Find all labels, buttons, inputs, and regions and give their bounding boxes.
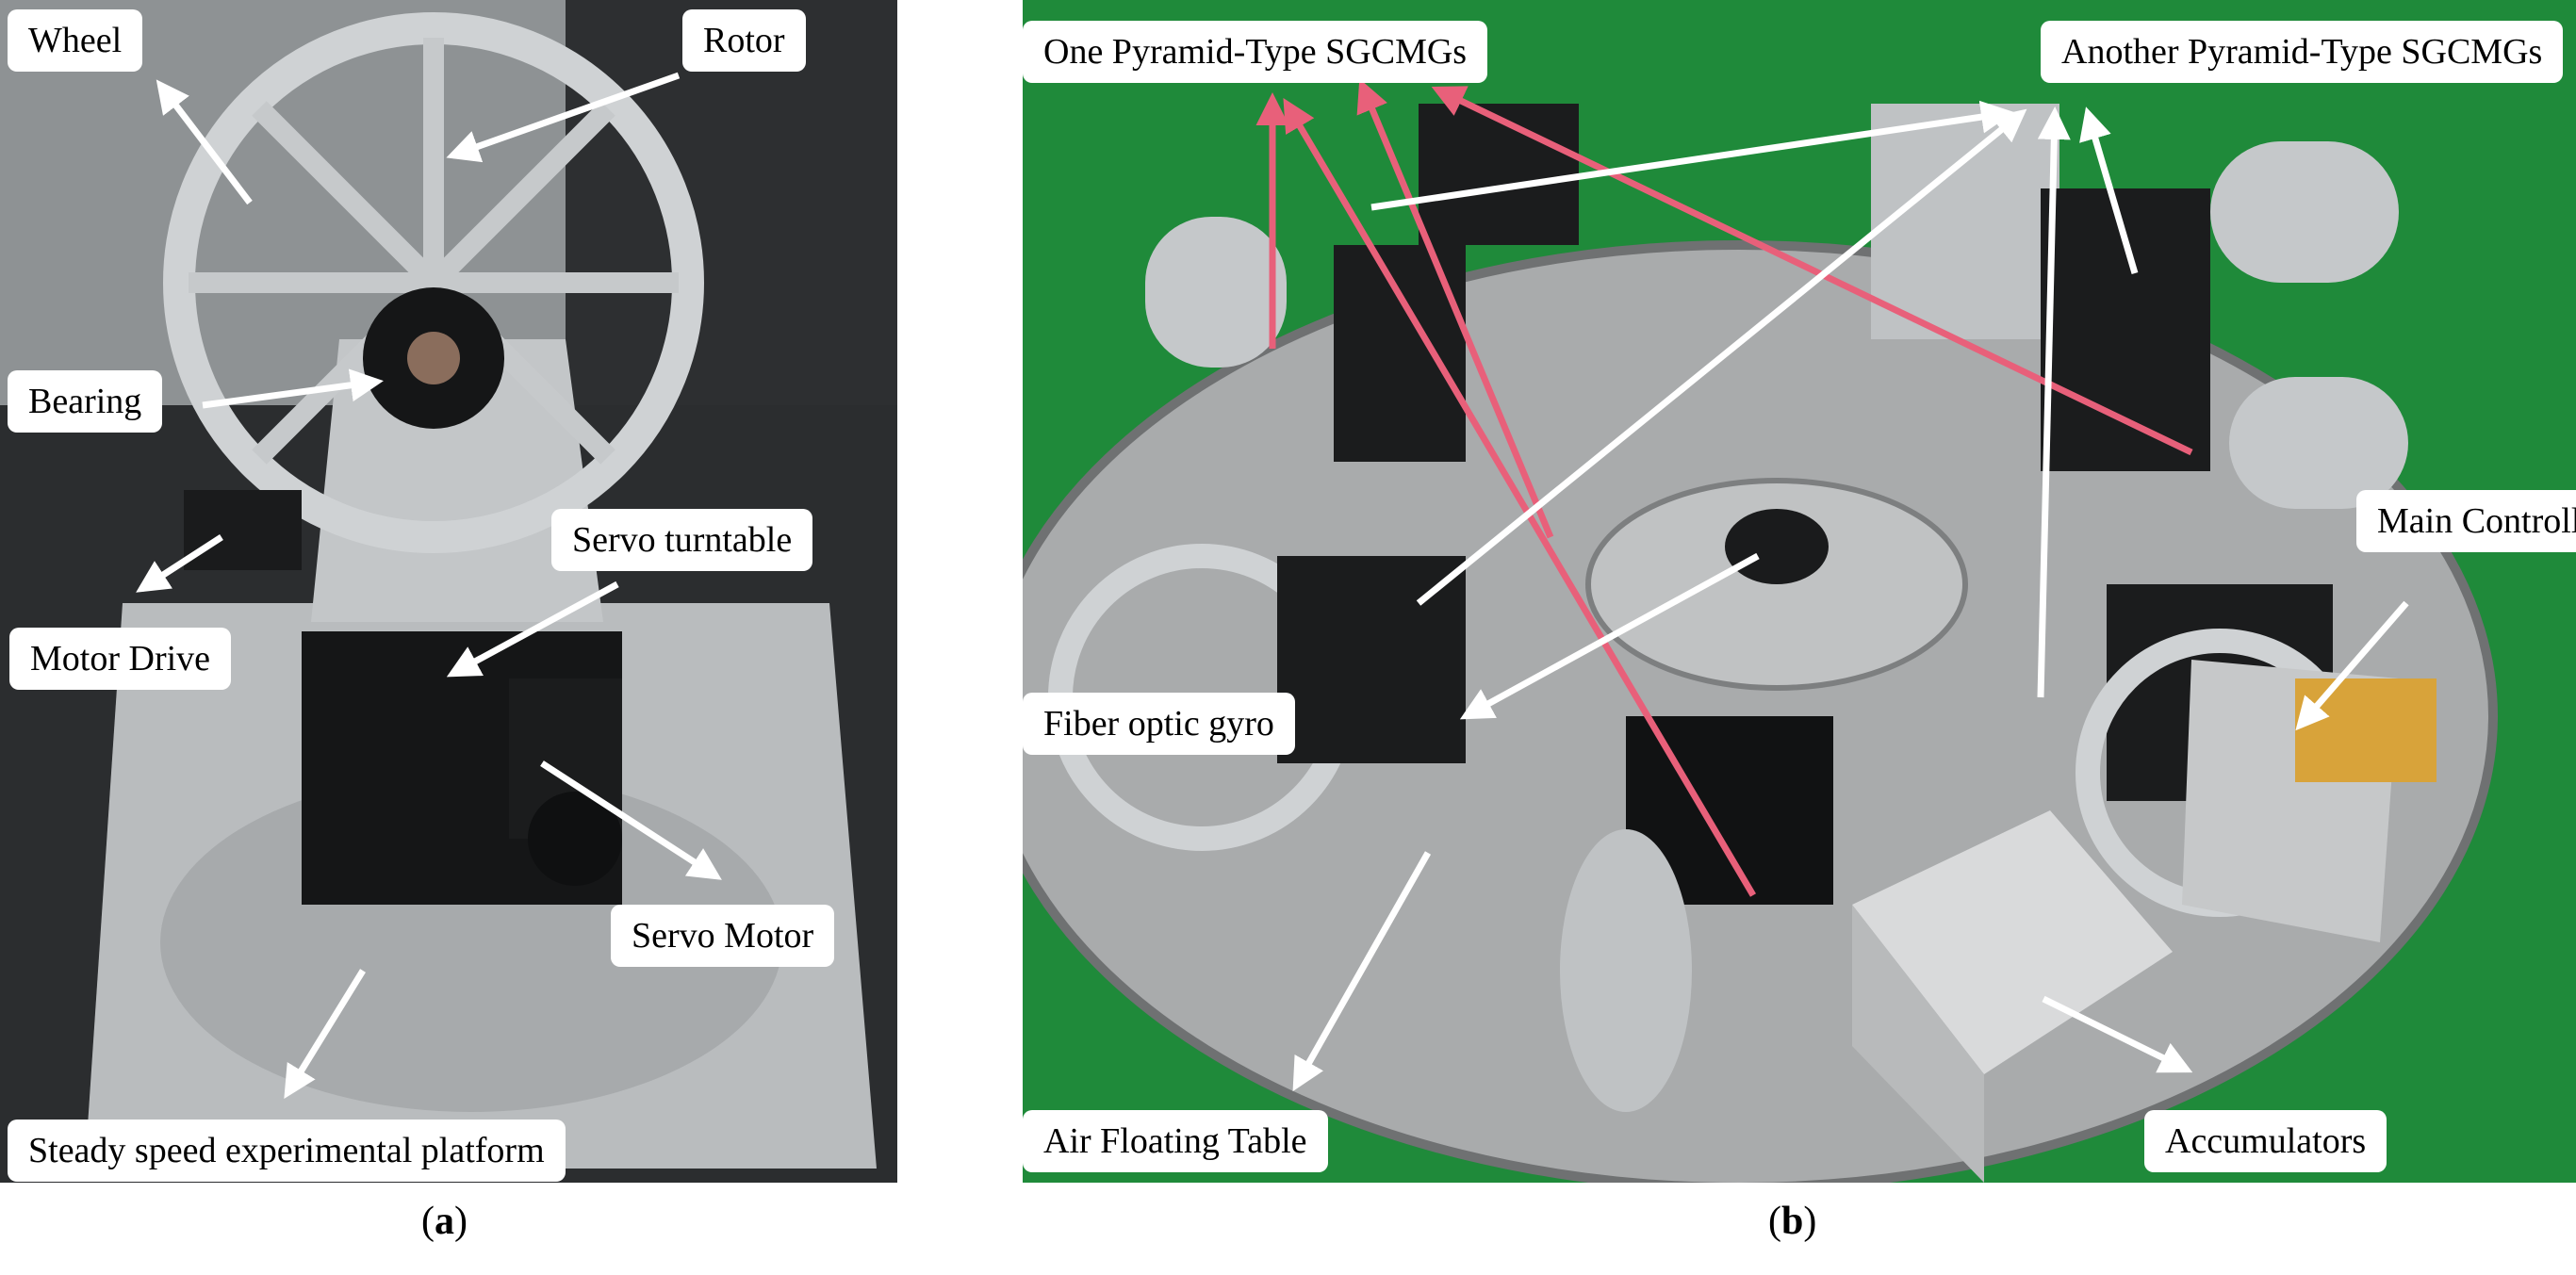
label-one-pyramid-sgcmgs: One Pyramid-Type SGCMGs [1023,21,1488,83]
caption-a: (a) [421,1200,468,1243]
sgcmg-test-rig-photo [0,0,897,1183]
label-bearing: Bearing [8,370,163,433]
label-servo-turntable: Servo turntable [551,509,813,571]
panel-b-photo: One Pyramid-Type SGCMGs Another Pyramid-… [1023,0,2576,1183]
label-platform: Steady speed experimental platform [8,1120,566,1182]
label-main-controller: Main Controller [2356,490,2576,552]
label-air-floating-table: Air Floating Table [1023,1110,1328,1172]
label-motor-drive: Motor Drive [9,628,232,690]
label-rotor: Rotor [682,9,806,72]
label-wheel: Wheel [8,9,143,72]
label-servo-motor: Servo Motor [611,905,835,967]
panel-a-photo: Wheel Rotor Bearing Servo turntable Moto… [0,0,897,1183]
label-accumulators: Accumulators [2144,1110,2387,1172]
label-fiber-optic-gyro: Fiber optic gyro [1023,693,1295,755]
label-another-pyramid-sgcmgs: Another Pyramid-Type SGCMGs [2041,21,2564,83]
sgcmg-air-bearing-table-photo [1023,0,2576,1183]
caption-b: (b) [1768,1200,1817,1243]
